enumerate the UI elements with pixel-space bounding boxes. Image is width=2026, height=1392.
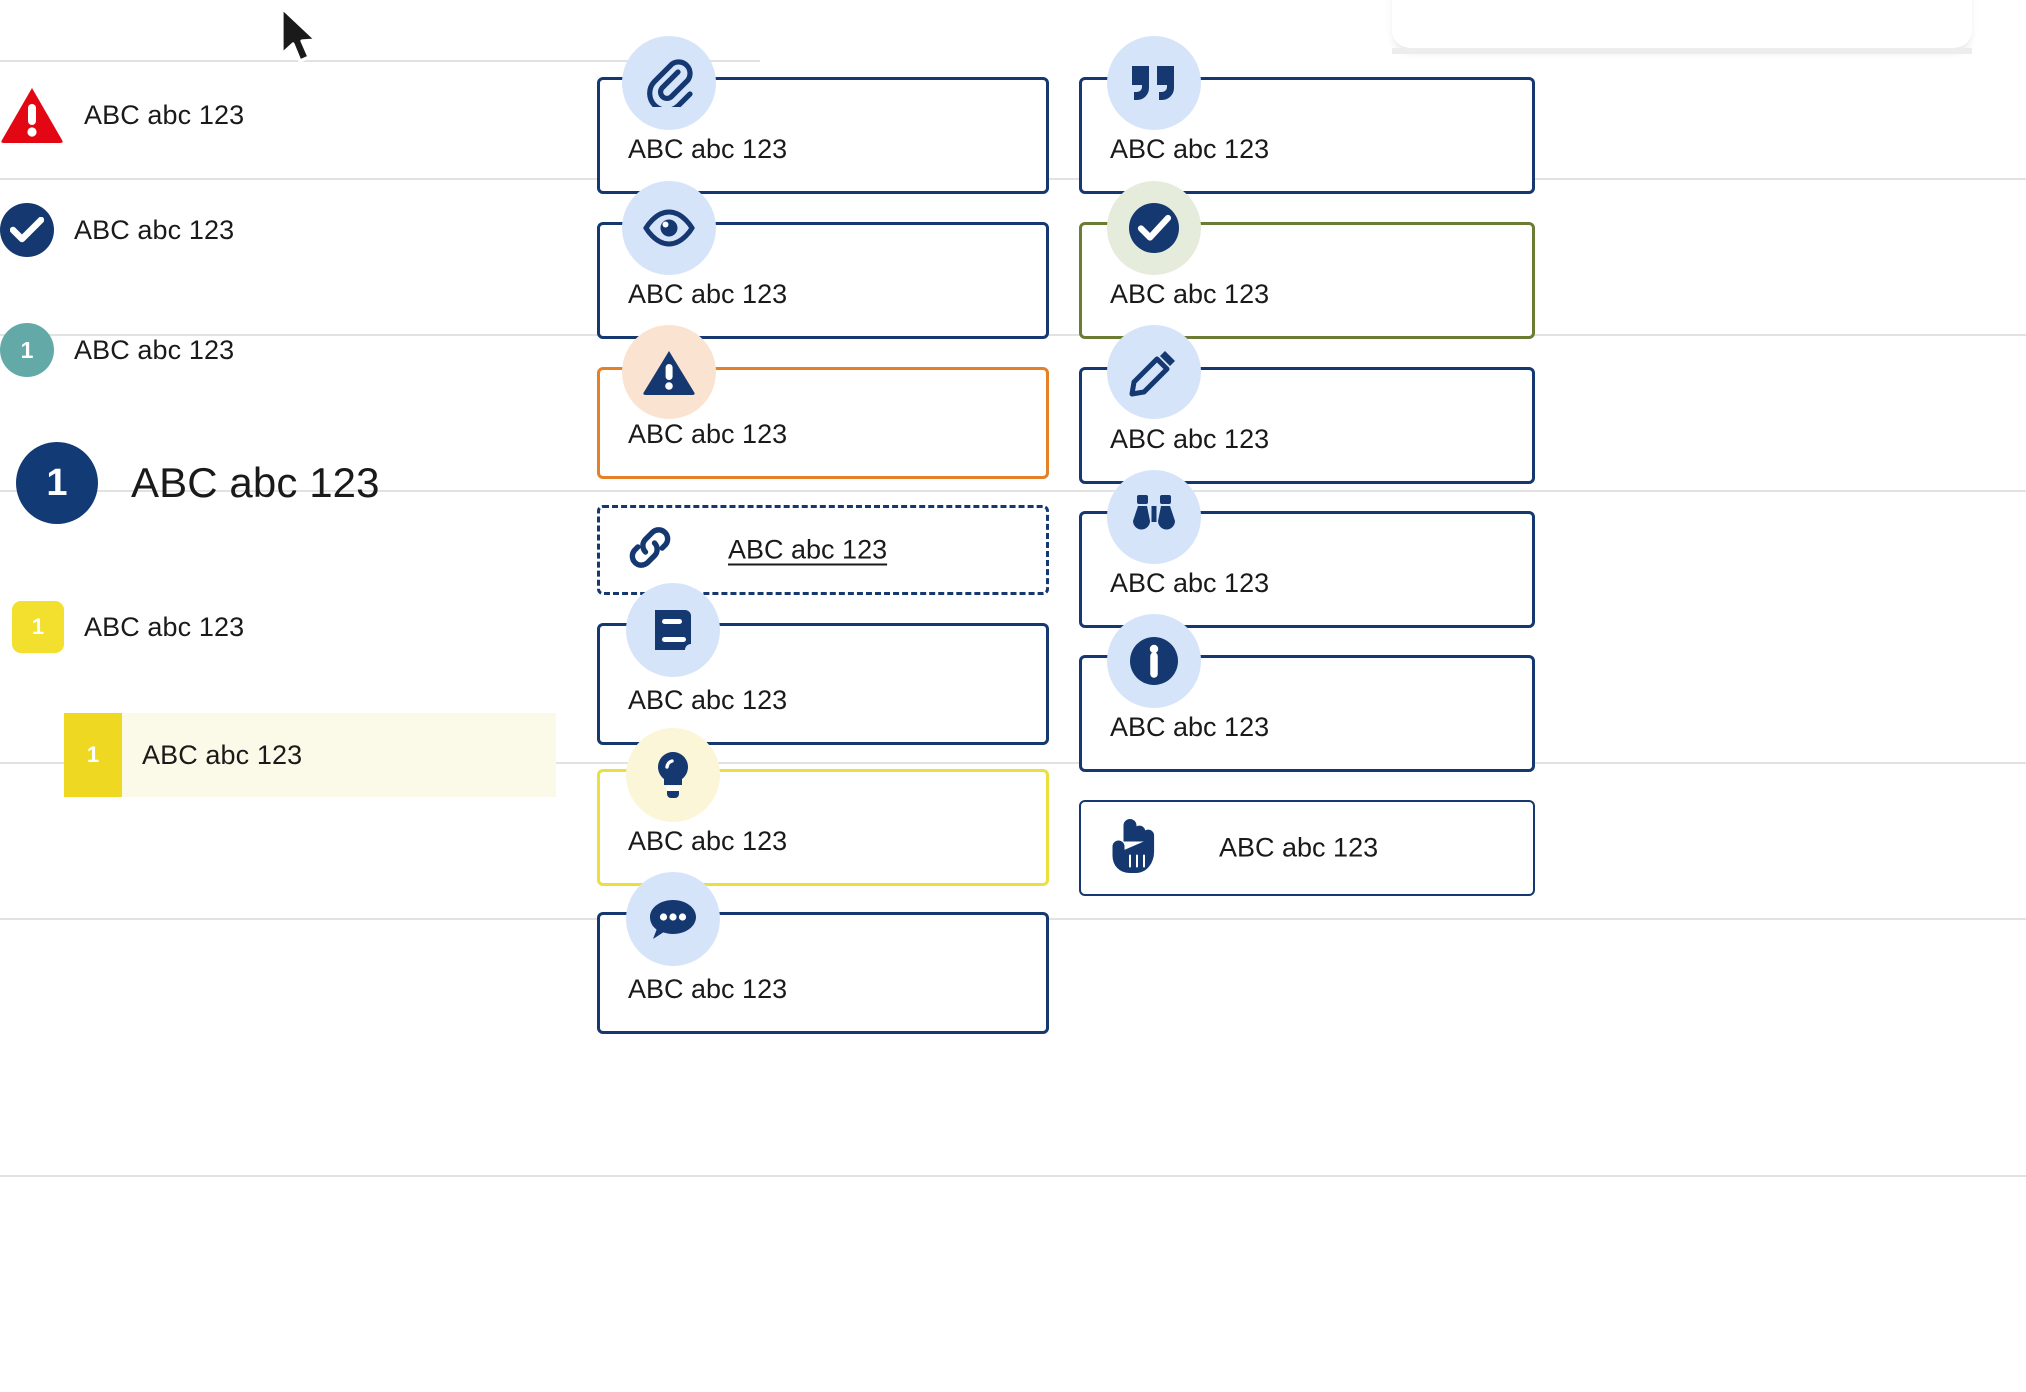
list-item-label: ABC abc 123 <box>74 214 235 245</box>
paperclip-icon <box>622 36 716 130</box>
card-label: ABC abc 123 <box>1110 568 1270 598</box>
card-label: ABC abc 123 <box>1110 134 1270 164</box>
card-label: ABC abc 123 <box>628 134 788 164</box>
number-badge-icon: 1 <box>12 601 64 653</box>
number-badge-icon: 1 <box>16 442 98 524</box>
card-label: ABC abc 123 <box>628 419 788 449</box>
card-link-label[interactable]: ABC abc 123 <box>728 534 888 565</box>
hand-row: ABC abc 123 <box>1111 818 1378 879</box>
row-divider <box>0 1175 2026 1177</box>
list-item-label: ABC abc 123 <box>84 611 245 642</box>
list-item-label: ABC abc 123 <box>131 459 380 506</box>
list-item[interactable]: ABC abc 123 <box>0 80 760 150</box>
card-label: ABC abc 123 <box>1219 832 1379 863</box>
card-label: ABC abc 123 <box>628 974 788 1004</box>
list-item-selected[interactable]: 1 ABC abc 123 <box>64 713 556 797</box>
card-label: ABC abc 123 <box>1110 424 1270 454</box>
card-label: ABC abc 123 <box>1110 712 1270 742</box>
check-circle-icon <box>1107 181 1201 275</box>
top-panel-card <box>1392 0 1972 48</box>
pencil-icon <box>1107 325 1201 419</box>
list-item[interactable]: 1 ABC abc 123 <box>12 597 772 657</box>
alert-triangle-icon <box>622 325 716 419</box>
card-quote[interactable]: ABC abc 123 <box>1079 77 1535 194</box>
card-label: ABC abc 123 <box>628 685 788 715</box>
card-label: ABC abc 123 <box>628 279 788 309</box>
top-panel-strip <box>1392 48 1972 54</box>
card-label: ABC abc 123 <box>1110 279 1270 309</box>
card-action[interactable]: ABC abc 123 <box>1079 800 1535 896</box>
link-row[interactable]: ABC abc 123 <box>626 524 887 577</box>
list-item-label: ABC abc 123 <box>142 739 303 770</box>
list-item[interactable]: ABC abc 123 <box>0 200 760 260</box>
book-icon <box>626 583 720 677</box>
card-link[interactable]: ABC abc 123 <box>597 505 1049 595</box>
info-circle-icon <box>1107 614 1201 708</box>
list-item[interactable]: 1 ABC abc 123 <box>0 320 760 380</box>
number-badge-icon: 1 <box>64 713 122 797</box>
row-divider <box>0 490 2026 492</box>
lightbulb-icon <box>626 728 720 822</box>
row-divider <box>0 762 2026 764</box>
number-badge-icon: 1 <box>0 323 54 377</box>
quote-icon <box>1107 36 1201 130</box>
check-circle-icon <box>0 203 54 257</box>
alert-triangle-icon <box>0 87 64 143</box>
card-attachment[interactable]: ABC abc 123 <box>597 77 1049 194</box>
list-item[interactable]: 1 ABC abc 123 <box>16 437 776 529</box>
link-icon <box>626 524 674 577</box>
binoculars-icon <box>1107 470 1201 564</box>
card-label: ABC abc 123 <box>628 826 788 856</box>
pointing-hand-icon <box>1111 818 1157 879</box>
list-item-label: ABC abc 123 <box>84 99 245 130</box>
chat-bubble-icon <box>626 872 720 966</box>
row-divider <box>0 60 760 62</box>
list-item-label: ABC abc 123 <box>74 334 235 365</box>
eye-icon <box>622 181 716 275</box>
mouse-cursor-icon <box>278 6 324 70</box>
